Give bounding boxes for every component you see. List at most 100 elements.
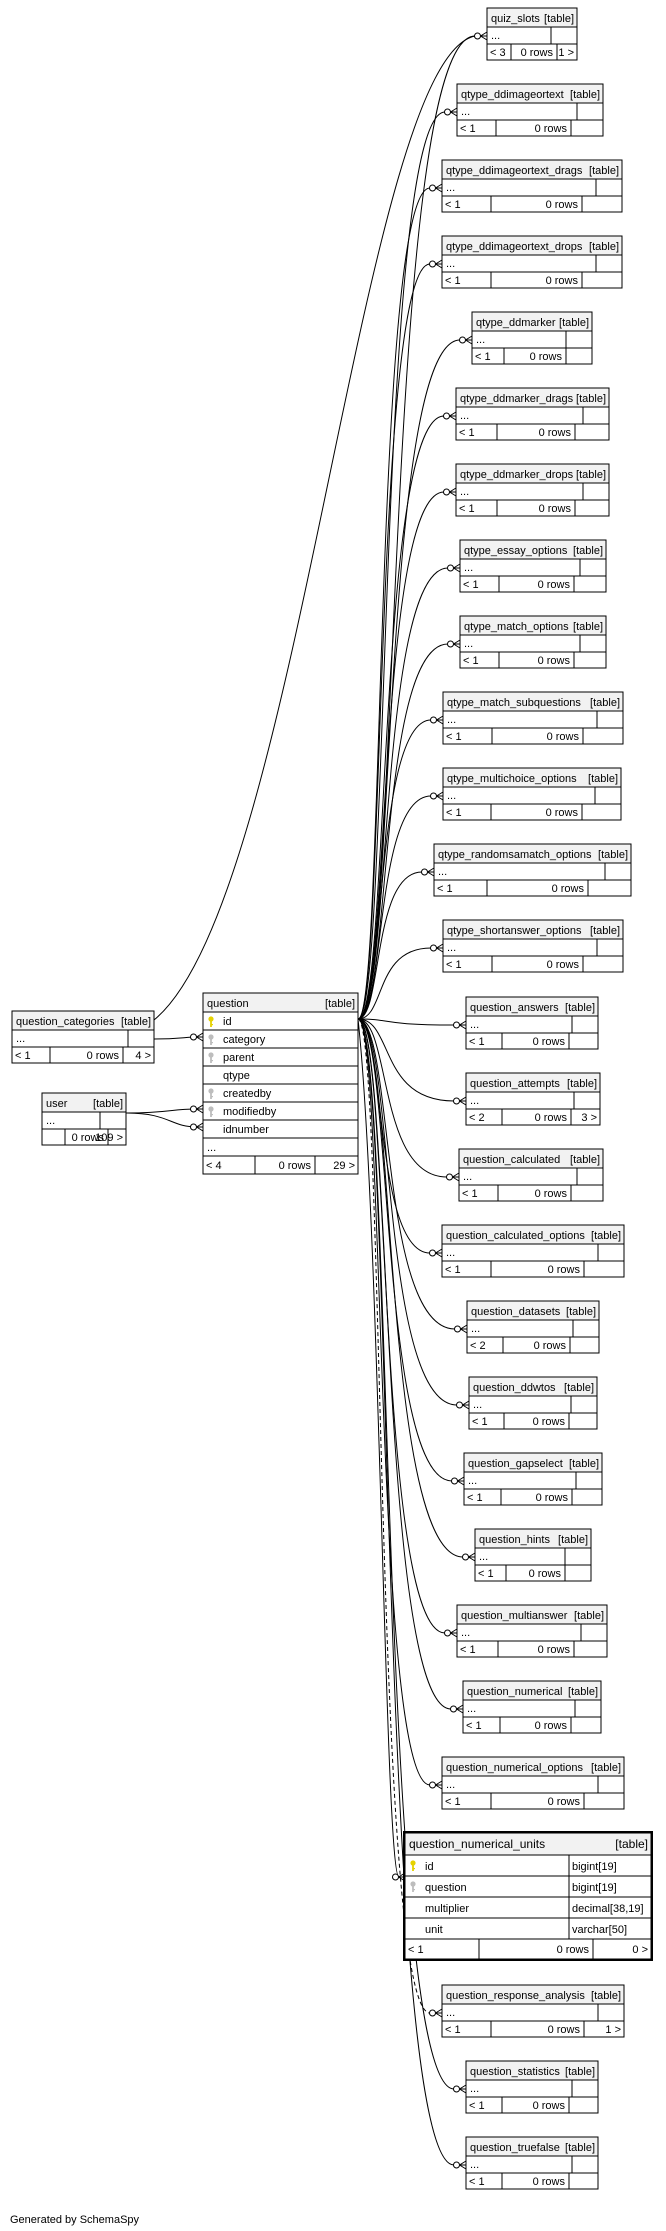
table-name: qtype_ddimageortext xyxy=(461,89,564,101)
row-count: 0 rows xyxy=(557,1944,590,1956)
table-node-question_calculated_options[interactable]: question_calculated_options[table]...< 1… xyxy=(441,1224,625,1278)
columns-ellipsis: ... xyxy=(470,1019,479,1031)
parent-count: < 1 xyxy=(462,1188,478,1200)
table-type-label: [table] xyxy=(598,849,628,861)
table-name: qtype_ddimageortext_drags xyxy=(446,165,583,177)
parent-count: < 1 xyxy=(463,579,479,591)
table-node-qtype_randomsamatch_options[interactable]: qtype_randomsamatch_options[table]...< 1… xyxy=(433,843,632,897)
parent-count: < 1 xyxy=(460,1644,476,1656)
crowfoot-marker-qtype_ddmarker_drags xyxy=(443,411,457,421)
row-count: 0 rows xyxy=(72,1132,105,1144)
parent-count: < 1 xyxy=(469,2176,485,2188)
crowfoot-marker-question_numerical xyxy=(450,1704,464,1714)
row-count: 0 rows xyxy=(547,731,580,743)
parent-count: < 1 xyxy=(475,351,491,363)
column-name: qtype xyxy=(223,1070,250,1082)
parent-count: < 1 xyxy=(460,123,476,135)
columns-ellipsis: ... xyxy=(464,562,473,574)
table-node-question[interactable]: question[table]idcategoryparentqtypecrea… xyxy=(202,992,359,1175)
column-name: category xyxy=(223,1034,266,1046)
table-type-label: [table] xyxy=(325,998,355,1010)
crowfoot-marker-qtype_ddmarker_drops xyxy=(443,487,457,497)
crowfoot-marker-qtype_match_options xyxy=(447,639,461,649)
column-name: parent xyxy=(223,1052,254,1064)
table-type-label: [table] xyxy=(121,1016,151,1028)
row-count: 0 rows xyxy=(546,275,579,287)
relationship-edge-question_datasets xyxy=(357,1018,461,1330)
table-type-label: [table] xyxy=(590,925,620,937)
column-name: multiplier xyxy=(425,1903,469,1915)
table-type-label: [table] xyxy=(570,1154,600,1166)
row-count: 0 rows xyxy=(538,1644,571,1656)
table-name: question_attempts xyxy=(470,1078,560,1090)
table-name: qtype_shortanswer_options xyxy=(447,925,582,937)
row-count: 0 rows xyxy=(534,1340,567,1352)
column-name: id xyxy=(223,1016,232,1028)
table-type-label: [table] xyxy=(574,1610,604,1622)
crowfoot-marker-modifiedby xyxy=(190,1122,204,1132)
table-type-label: [table] xyxy=(565,1002,595,1014)
columns-ellipsis: ... xyxy=(461,106,470,118)
table-name: qtype_multichoice_options xyxy=(447,773,577,785)
child-count: 109 > xyxy=(95,1132,123,1144)
table-type-label: [table] xyxy=(566,1306,596,1318)
primary-key-icon xyxy=(208,1016,214,1027)
row-count: 0 rows xyxy=(533,1416,566,1428)
crowfoot-marker-question_gapselect xyxy=(451,1476,465,1486)
columns-ellipsis: ... xyxy=(446,258,455,270)
columns-ellipsis: ... xyxy=(447,790,456,802)
crowfoot-marker-createdby xyxy=(190,1104,204,1114)
crowfoot-marker-question_datasets xyxy=(454,1324,468,1334)
parent-count: < 1 xyxy=(437,883,453,895)
crowfoot-marker-question_answers xyxy=(453,1020,467,1030)
parent-count: < 1 xyxy=(472,1416,488,1428)
row-count: 0 rows xyxy=(548,2024,581,2036)
table-type-label: [table] xyxy=(544,13,574,25)
columns-ellipsis: ... xyxy=(460,486,469,498)
table-name: question_numerical xyxy=(467,1686,562,1698)
table-type-label: [table] xyxy=(576,469,606,481)
parent-count: < 1 xyxy=(469,2100,485,2112)
row-count: 0 rows xyxy=(546,199,579,211)
crowfoot-marker-question_numerical_options xyxy=(429,1780,443,1790)
table-name: question_numerical_options xyxy=(446,1762,583,1774)
table-type-label: [table] xyxy=(558,1534,588,1546)
row-count: 0 rows xyxy=(548,1264,581,1276)
table-type-label: [table] xyxy=(568,1686,598,1698)
columns-ellipsis: ... xyxy=(446,1779,455,1791)
relationship-edge-question_answers xyxy=(357,1018,460,1026)
parent-count: < 1 xyxy=(446,731,462,743)
row-count: 0 rows xyxy=(533,1036,566,1048)
relationship-edge-qtype_shortanswer_options xyxy=(357,947,437,1020)
foreign-key-icon xyxy=(208,1088,214,1099)
columns-ellipsis: ... xyxy=(447,714,456,726)
